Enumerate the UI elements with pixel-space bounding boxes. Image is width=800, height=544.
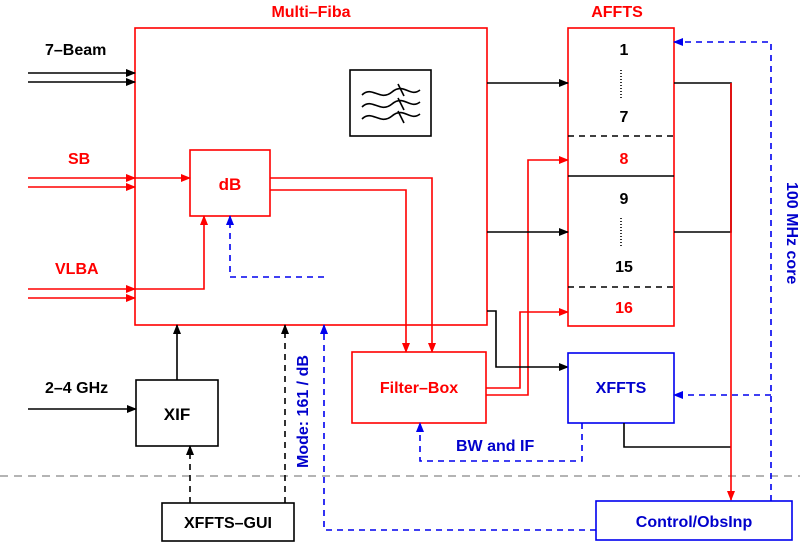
filter-bank-icon [349, 69, 432, 137]
db-box [189, 149, 271, 217]
xffts-gui-box [161, 502, 295, 542]
filter-box-label: Filter–Box [380, 380, 458, 397]
ghz-label: 2–4 GHz [45, 380, 108, 397]
control-box [595, 500, 793, 541]
xif-label: XIF [164, 405, 190, 424]
xffts-label: XFFTS [596, 380, 647, 397]
beam7-label: 7–Beam [45, 42, 106, 59]
control-label: Control/ObsInp [636, 514, 753, 531]
affts-label: AFFTS [591, 4, 643, 21]
core-label: 100 MHz core [783, 182, 800, 284]
xif-box [135, 379, 219, 447]
affts-ch-15: 15 [615, 259, 633, 276]
vlba-label: VLBA [55, 261, 99, 278]
mode-label: Mode: 161 / dB [295, 355, 312, 468]
affts-ch-7: 7 [620, 109, 629, 126]
bw-if-label: BW and IF [456, 438, 534, 455]
sb-label: SB [68, 151, 90, 168]
affts-ch-1: 1 [620, 42, 629, 59]
db-label: dB [219, 175, 242, 194]
affts-ch-9: 9 [620, 191, 629, 208]
multi-fiba-box [134, 27, 488, 326]
xffts-box [567, 352, 675, 424]
xffts-gui-label: XFFTS–GUI [184, 515, 272, 532]
filter-box [351, 351, 487, 424]
multi-fiba-label: Multi–Fiba [271, 4, 350, 21]
affts-ch-16: 16 [615, 300, 633, 317]
affts-box [567, 27, 675, 327]
affts-ch-8: 8 [620, 151, 629, 168]
